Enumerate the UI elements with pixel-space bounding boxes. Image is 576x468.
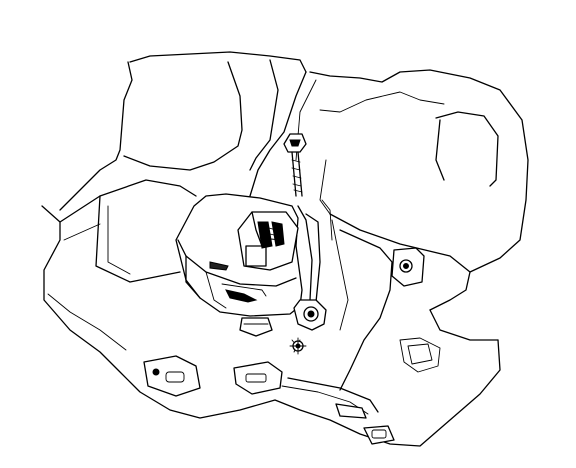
- bracket-clip: [297, 199, 425, 311]
- locator-stud: [289, 337, 307, 355]
- console-housing: [41, 51, 529, 447]
- mounting-screw: [283, 133, 307, 197]
- wire-connector: [237, 211, 299, 271]
- mounting-nut: [293, 299, 327, 331]
